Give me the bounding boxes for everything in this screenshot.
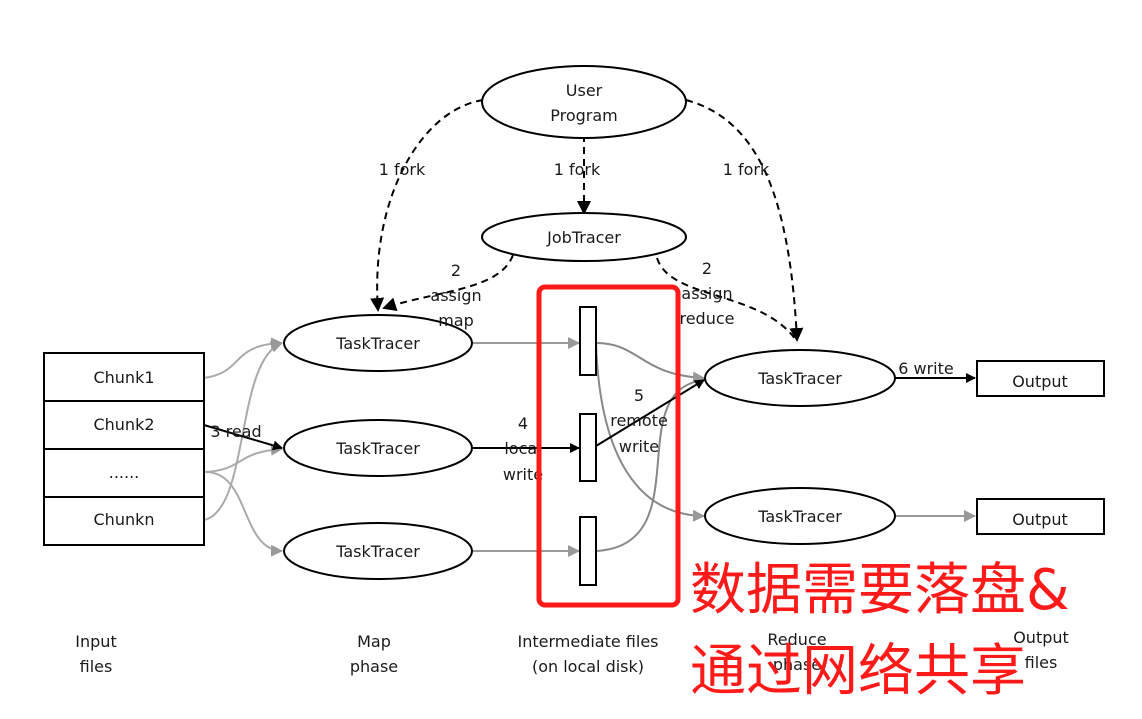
map-label-line1: Map [357,632,391,651]
edge-file1-reduce1 [595,342,705,384]
user-program-node: User Program [481,65,687,139]
intermediate-file-1 [579,306,597,376]
fork-edge-right [685,99,804,342]
assign-reduce-word2: reduce [679,309,734,328]
chunk-2: Chunk2 [93,415,154,434]
user-program-line1: User [566,81,603,100]
column-label-map: Map phase [350,632,398,676]
local-write-label: 4 local write [503,414,543,484]
fork-left-label: 1 fork [379,160,426,179]
assign-map-step: 2 [451,261,461,280]
write-label: 6 write [898,359,954,378]
output-label-line2: files [1025,653,1058,672]
map-task-2-label: TaskTracer [335,439,420,458]
edge-chunk1-map1 [203,337,283,379]
chunk-ellipsis: ...... [109,463,140,482]
local-write-word2: write [503,465,543,484]
output-2-label: Output [1012,510,1068,529]
column-label-input: Input files [75,632,116,676]
map-task-tracer-2: TaskTracer [283,419,473,477]
intermediate-label-line2: (on local disk) [532,657,644,676]
reduce-task-2-label: TaskTracer [757,507,842,526]
user-program-line2: Program [550,106,618,125]
assign-reduce-edge [656,257,797,341]
highlight-box [536,284,681,608]
edge-file3-reduce1 [595,379,705,552]
fork-right-label: 1 fork [723,160,770,179]
column-label-output: Output files [1013,628,1069,672]
edge-read [203,424,283,451]
chunk-n: Chunkn [94,510,155,529]
column-label-reduce: Reduce phase [767,630,826,674]
read-label: 3 read [210,422,261,441]
local-write-step: 4 [518,414,528,433]
assign-reduce-word1: assign [681,284,732,303]
output-1: Output [976,360,1105,397]
edge-dots-map2 [203,443,283,473]
intermediate-file-2 [579,413,597,482]
remote-write-word2: write [619,437,659,456]
edge-file1-reduce2 [595,342,705,522]
map-task-tracer-1: TaskTracer [283,314,473,372]
job-tracer-label: JobTracer [546,228,621,247]
fork-edge-left [370,99,484,312]
reduce-task-tracer-2: TaskTracer [704,487,896,545]
map-task-1-label: TaskTracer [335,334,420,353]
remote-write-word1: remote [610,411,668,430]
assign-map-edge [382,254,514,311]
reduce-task-1-label: TaskTracer [757,369,842,388]
fork-center-label: 1 fork [554,160,601,179]
assign-reduce-step: 2 [702,259,712,278]
input-label-line2: files [80,657,113,676]
annotation-line2: 通过网络共享 [690,639,1026,704]
edge-chunkn-map1 [203,341,283,521]
reduce-label-line1: Reduce [767,630,826,649]
reduce-task-tracer-1: TaskTracer [704,349,896,407]
reduce-label-line2: phase [773,655,821,674]
job-tracer-node: JobTracer [481,212,687,262]
assign-map-word1: assign [430,286,481,305]
output-label-line1: Output [1013,628,1069,647]
annotation-line1: 数据需要落盘& [690,558,1070,623]
output-1-label: Output [1012,372,1068,391]
map-task-tracer-3: TaskTracer [283,522,473,580]
assign-map-label: 2 assign map [430,261,481,330]
edge-dots-map3 [203,470,283,557]
edge-remote-write [595,379,705,447]
intermediate-label-line1: Intermediate files [517,632,658,651]
input-label-line1: Input [75,632,116,651]
map-label-line2: phase [350,657,398,676]
intermediate-file-3 [579,516,597,586]
output-2: Output [976,498,1105,535]
intermediate-files [579,306,597,586]
assign-reduce-label: 2 assign reduce [679,259,734,328]
input-chunks: Chunk1 Chunk2 ...... Chunkn [43,352,205,546]
local-write-word1: local [504,439,541,458]
map-task-3-label: TaskTracer [335,542,420,561]
column-label-intermediate: Intermediate files (on local disk) [517,632,658,676]
remote-write-step: 5 [634,386,644,405]
chunk-1: Chunk1 [93,368,154,387]
remote-write-label: 5 remote write [610,386,668,456]
assign-map-word2: map [438,311,474,330]
